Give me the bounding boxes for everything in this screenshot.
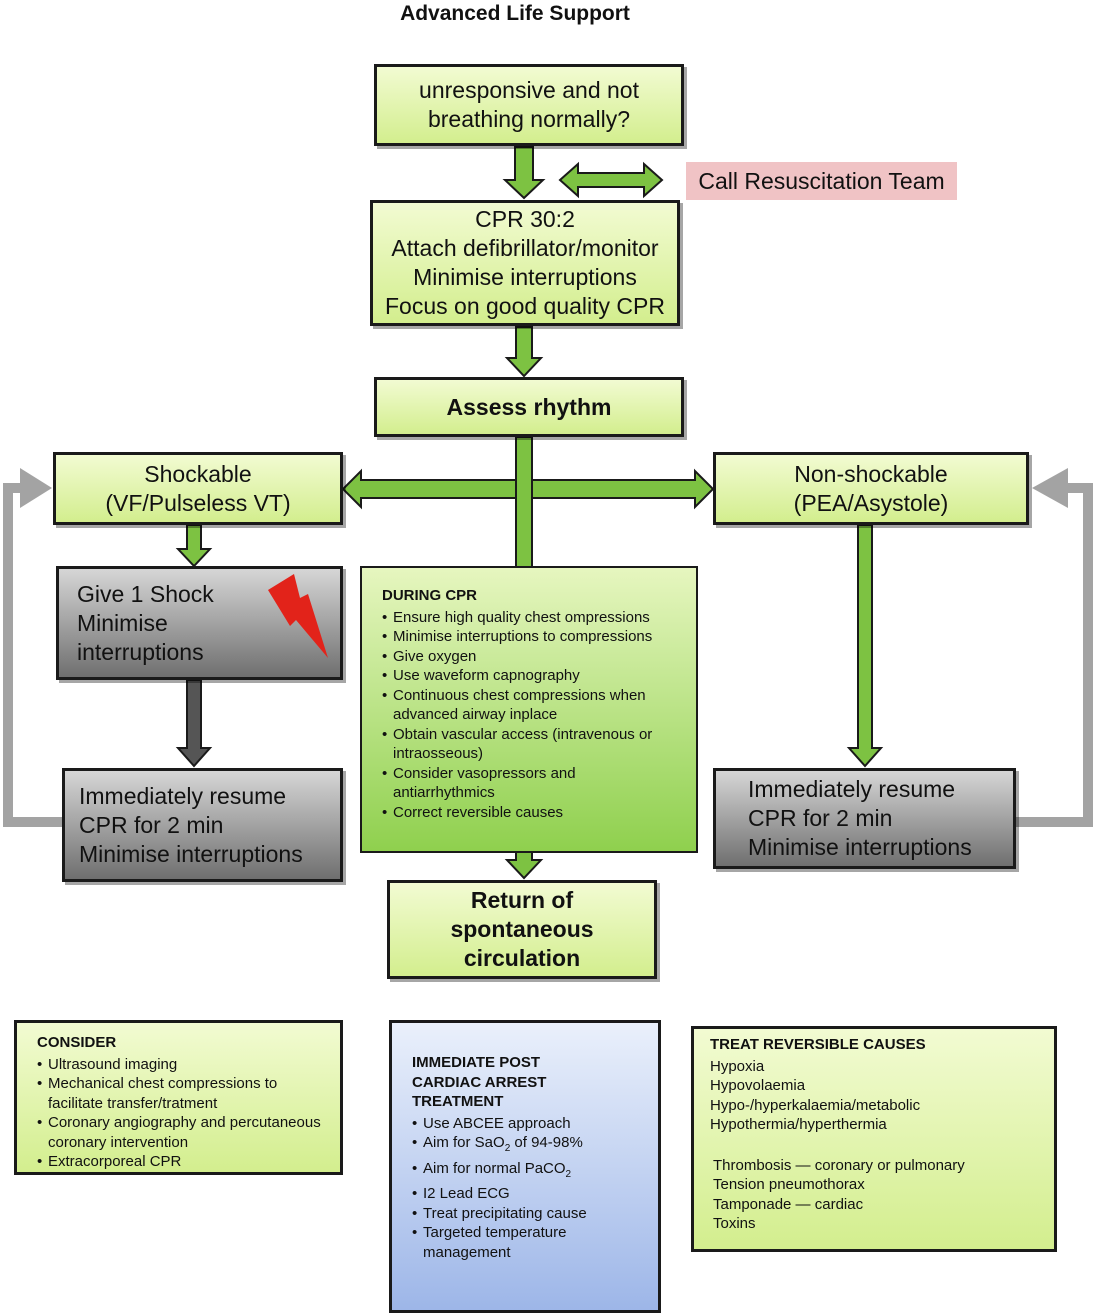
panel-list: Use ABCEE approach Aim for SaO2 of 94-98… <box>412 1114 642 1263</box>
loop-right <box>1016 483 1093 827</box>
cause-item: Hypoxia <box>710 1057 765 1075</box>
subscript: 2 <box>565 1168 572 1180</box>
node-unresponsive: unresponsive and not breathing normally? <box>374 64 684 146</box>
assess-stem <box>515 436 533 569</box>
item-text: of 94-98% <box>510 1134 583 1151</box>
subscript: 2 <box>504 1143 511 1154</box>
arrow-to-nonshockable <box>531 468 715 510</box>
node-line: Focus on good quality CPR <box>385 293 665 319</box>
node-line: Return of <box>470 887 574 913</box>
node-line: CPR for 2 min <box>748 805 893 831</box>
node-assess: Assess rhythm <box>374 377 684 437</box>
panel-reversible-causes: TREAT REVERSIBLE CAUSES Hypoxia Hypovola… <box>691 1026 1057 1252</box>
panel-heading: IMMEDIATE POST CARDIAC ARREST TREATMENT <box>412 1053 642 1112</box>
loop-right-arrowhead <box>1032 468 1068 508</box>
list-item: Treat precipitating cause <box>412 1204 642 1224</box>
cause-item: Tamponade — cardiac <box>713 1195 864 1213</box>
arrow-to-assess <box>504 326 544 378</box>
panel-heading: TREAT REVERSIBLE CAUSES <box>710 1036 926 1053</box>
node-line: Non-shockable <box>794 460 948 487</box>
node-line: Minimise interruptions <box>79 840 303 867</box>
causes-group-t: Thrombosis — coronary or pulmonary Tensi… <box>710 1156 1038 1234</box>
list-item: Continuous chest compressions when advan… <box>382 686 680 725</box>
node-line: Attach defibrillator/monitor <box>391 235 659 261</box>
node-shockable: Shockable (VF/Pulseless VT) <box>53 452 343 525</box>
heading-line: TREATMENT <box>412 1093 504 1110</box>
diagram-title: Advanced Life Support <box>400 2 630 25</box>
list-item: Aim for SaO2 of 94-98% <box>412 1133 642 1159</box>
list-item: Targeted temperature management <box>412 1223 642 1262</box>
node-resume-right: Immediately resume CPR for 2 min Minimis… <box>713 768 1016 869</box>
list-item: Aim for normal PaCO2 <box>412 1159 642 1185</box>
node-cpr: CPR 30:2 Attach defibrillator/monitor Mi… <box>370 200 680 326</box>
node-line: spontaneous <box>450 916 594 942</box>
panel-heading: DURING CPR <box>382 587 478 604</box>
node-line: interruptions <box>77 638 204 665</box>
node-line: Minimise interruptions <box>413 264 637 290</box>
panel-post-arrest: IMMEDIATE POST CARDIAC ARREST TREATMENT … <box>389 1020 661 1313</box>
node-line: CPR 30:2 <box>475 206 575 232</box>
node-line: unresponsive and not <box>419 77 639 103</box>
node-rosc: Return of spontaneous circulation <box>387 880 657 979</box>
node-call-team: Call Resuscitation Team <box>686 162 957 200</box>
node-line: Assess rhythm <box>446 393 612 420</box>
list-item: Minimise interruptions to compressions <box>382 627 680 647</box>
list-item: I2 Lead ECG <box>412 1184 642 1204</box>
arrow-to-shock <box>175 524 213 568</box>
node-line: CPR for 2 min <box>79 811 224 838</box>
node-line: Immediately resume <box>748 776 956 802</box>
list-item: Use waveform capnography <box>382 666 680 686</box>
cause-item: Thrombosis — coronary or pulmonary <box>713 1156 965 1174</box>
node-line: Give 1 Shock <box>77 580 214 607</box>
list-item: Coronary angiography and percutaneous co… <box>37 1113 324 1152</box>
list-item: Mechanical chest compressions to facilit… <box>37 1074 324 1113</box>
lightning-bolt-icon <box>268 574 328 658</box>
cause-item: Hypovolaemia <box>710 1077 806 1094</box>
loop-left-arrowhead <box>20 468 52 508</box>
cause-item: Hypothermia/hyperthermia <box>710 1116 887 1133</box>
list-item: Give oxygen <box>382 647 680 667</box>
panel-during-cpr: DURING CPR Ensure high quality chest omp… <box>360 566 698 853</box>
node-line: Minimise interruptions <box>748 834 972 860</box>
arrow-to-resume-right <box>846 524 884 768</box>
panel-list: Ultrasound imaging Mechanical chest comp… <box>37 1055 324 1172</box>
node-resume-left: Immediately resume CPR for 2 min Minimis… <box>62 768 343 882</box>
node-line: breathing normally? <box>427 106 630 132</box>
node-line: circulation <box>463 945 581 971</box>
node-nonshockable: Non-shockable (PEA/Asystole) <box>713 452 1029 525</box>
list-item: Consider vasopressors and antiarrhythmic… <box>382 764 680 803</box>
arrow-to-rosc <box>504 851 544 880</box>
loop-left <box>3 483 62 827</box>
panel-list: Ensure high quality chest ompressions Mi… <box>382 608 680 823</box>
arrow-to-resume-left <box>175 679 213 768</box>
cause-item: Tension pneumothorax <box>713 1176 865 1193</box>
node-line: (PEA/Asystole) <box>793 489 949 516</box>
causes-group-h: Hypoxia Hypovolaemia Hypo-/hyperkalaemia… <box>710 1057 1038 1135</box>
node-line: (VF/Pulseless VT) <box>105 489 291 516</box>
list-item: Obtain vascular access (intravenous or i… <box>382 725 680 764</box>
arrow-to-cpr <box>502 146 546 200</box>
node-line: Immediately resume <box>79 782 287 809</box>
arrow-to-shockable <box>341 468 517 510</box>
list-item: Correct reversible causes <box>382 803 680 823</box>
list-item: Extracorporeal CPR <box>37 1152 324 1172</box>
node-shock: Give 1 Shock Minimise interruptions <box>56 566 343 680</box>
cause-item: Hypo-/hyperkalaemia/metabolic <box>710 1096 921 1114</box>
item-text: Aim for SaO <box>423 1134 505 1151</box>
arrow-call-team <box>558 161 664 199</box>
panel-consider: CONSIDER Ultrasound imaging Mechanical c… <box>14 1020 343 1175</box>
item-text: Aim for normal PaCO <box>423 1159 566 1177</box>
list-item: Ensure high quality chest ompressions <box>382 608 680 628</box>
heading-line: CARDIAC ARREST <box>412 1073 547 1091</box>
node-line: Minimise <box>77 609 168 636</box>
list-item: Use ABCEE approach <box>412 1114 642 1134</box>
cause-item: Toxins <box>713 1215 756 1232</box>
panel-heading: CONSIDER <box>37 1034 117 1051</box>
list-item: Ultrasound imaging <box>37 1055 324 1075</box>
node-line: Shockable <box>144 460 252 487</box>
heading-line: IMMEDIATE POST <box>412 1054 541 1071</box>
